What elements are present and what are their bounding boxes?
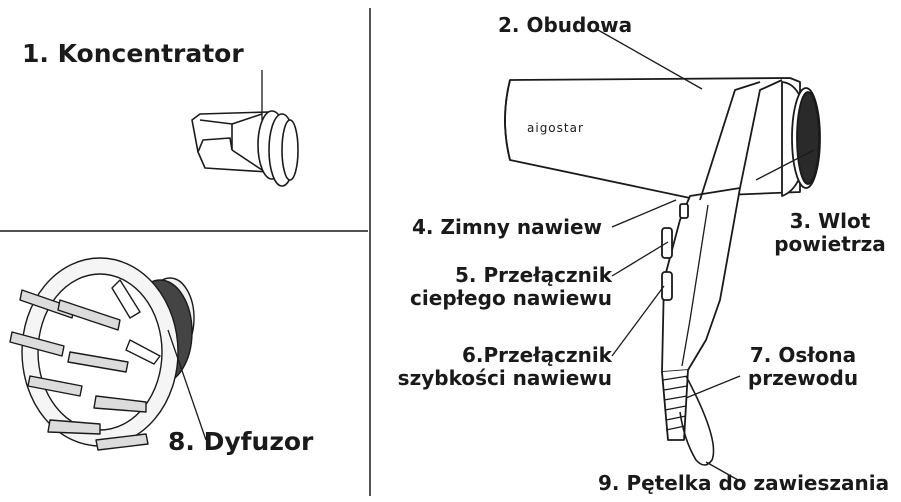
label-przelacznik-szybkosci-line1: 6.Przełącznik — [378, 344, 612, 367]
label-oslona-line1: 7. Osłona — [718, 344, 888, 367]
label-przelacznik-cieplego: 5. Przełącznik ciepłego nawiewu — [378, 264, 612, 310]
label-wlot-line2: powietrza — [760, 233, 900, 256]
label-przelacznik-cieplego-line2: ciepłego nawiewu — [378, 287, 612, 310]
label-petelka: 9. Pętelka do zawieszania — [598, 472, 889, 495]
diffuser-illustration — [10, 258, 194, 450]
label-obudowa: 2. Obudowa — [498, 14, 632, 37]
label-zimny-nawiew: 4. Zimny nawiew — [412, 216, 602, 239]
brand-logo: aigostar — [527, 121, 584, 135]
label-przelacznik-szybkosci: 6.Przełącznik szybkości nawiewu — [378, 344, 612, 390]
label-koncentrator: 1. Koncentrator — [22, 40, 244, 69]
label-przelacznik-szybkosci-line2: szybkości nawiewu — [378, 367, 612, 390]
label-dyfuzor: 8. Dyfuzor — [168, 428, 313, 457]
label-przelacznik-cieplego-line1: 5. Przełącznik — [378, 264, 612, 287]
label-wlot-powietrza: 3. Wlot powietrza — [760, 210, 900, 256]
concentrator-illustration — [192, 111, 298, 186]
label-oslona-przewodu: 7. Osłona przewodu — [718, 344, 888, 390]
label-wlot-line1: 3. Wlot — [760, 210, 900, 233]
label-oslona-line2: przewodu — [718, 367, 888, 390]
